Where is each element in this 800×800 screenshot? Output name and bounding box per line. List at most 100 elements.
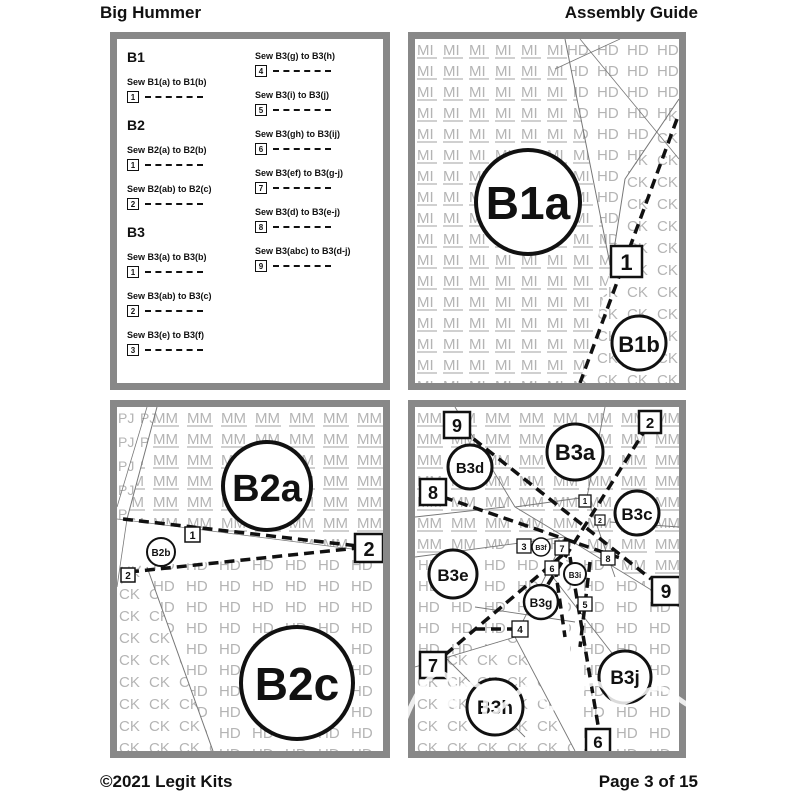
header-title-right: Assembly Guide: [564, 3, 698, 22]
seam-number-text: 8: [605, 554, 610, 564]
b3d-label-text: B3d: [456, 460, 484, 477]
b1-diagram: MI HD CK B1a B1b 1: [415, 39, 679, 383]
legend-b1-title: B1: [127, 49, 145, 65]
step-number-box: 1: [127, 91, 139, 103]
seam-dash-icon: [273, 148, 331, 150]
b3c-piece-label: B3c: [613, 489, 661, 537]
step-number-box: 8: [255, 221, 267, 233]
legend-column-left: B1 Sew B1(a) to B1(b) 1 B2 Sew B2(a) to …: [127, 45, 212, 369]
b3c-label-text: B3c: [621, 505, 652, 524]
seam-marker-1: 1: [578, 494, 592, 508]
seam-number-text: 5: [582, 600, 587, 610]
legend-step: Sew B3(d) to B3(e-j) 8: [255, 207, 351, 233]
seam-dash-icon: [273, 226, 331, 228]
b3g-label-text: B3g: [530, 596, 553, 610]
b1a-label-text: B1a: [486, 177, 571, 229]
step-number-box: 1: [127, 266, 139, 278]
step-label: Sew B3(d) to B3(e-j): [255, 207, 341, 217]
footer-copyright: ©2021 Legit Kits: [100, 772, 233, 791]
seam-dash-icon: [145, 164, 203, 166]
step-number-box: 3: [127, 344, 139, 356]
seam-marker-2-small: 2: [594, 514, 606, 526]
step-number-box: 9: [255, 260, 267, 272]
b2-diagram-panel: MM HD CK PJ B2a: [110, 400, 390, 758]
b3d-piece-label: B3d: [446, 443, 494, 491]
seam-dash-icon: [273, 187, 331, 189]
seam-number-text: 1: [189, 530, 195, 542]
b2c-label-text: B2c: [255, 658, 339, 710]
seam-dash-icon: [145, 96, 203, 98]
b2-diagram: MM HD CK PJ B2a: [117, 407, 383, 751]
step-label: Sew B3(gh) to B3(ij): [255, 129, 340, 139]
step-label: Sew B2(ab) to B2(c): [127, 184, 212, 194]
b1-diagram-panel: MI HD CK B1a B1b 1: [408, 32, 686, 390]
seam-marker-5: 5: [577, 596, 593, 612]
step-label: Sew B1(a) to B1(b): [127, 77, 207, 87]
legend-step: Sew B3(abc) to B3(d-j) 9: [255, 246, 351, 272]
seam-number-text: 3: [521, 542, 526, 552]
step-label: Sew B3(abc) to B3(d-j): [255, 246, 351, 256]
b1a-piece-label: B1a: [474, 148, 582, 256]
legend-step: Sew B1(a) to B1(b) 1: [127, 77, 212, 103]
legend-step: Sew B2(a) to B2(b) 1: [127, 145, 212, 171]
legend-panel: B1 Sew B1(a) to B1(b) 1 B2 Sew B2(a) to …: [110, 32, 390, 390]
b3h-label-text: B3h: [477, 698, 513, 719]
seam-dash-icon: [145, 203, 203, 205]
b3-diagram: MM HD CK: [415, 407, 679, 751]
step-label: Sew B3(ef) to B3(g-j): [255, 168, 344, 178]
legend-step: Sew B3(gh) to B3(ij) 6: [255, 129, 351, 155]
seam-marker-3: 3: [516, 538, 532, 554]
step-label: Sew B3(g) to B3(h): [255, 51, 335, 61]
b3f-label-text: B3f: [535, 545, 547, 552]
seam-number-text: 4: [517, 625, 523, 636]
seam-marker-6-small: 6: [544, 560, 560, 576]
legend-b3-title: B3: [127, 224, 145, 240]
step-number-box: 6: [255, 143, 267, 155]
b3e-label-text: B3e: [437, 566, 468, 585]
b2c-piece-label: B2c: [239, 625, 355, 741]
seam-number-text: 7: [559, 544, 564, 554]
seam-marker-1: 1: [609, 244, 644, 279]
seam-number-text: 2: [125, 571, 131, 582]
legend-step: Sew B3(e) to B3(f) 3: [127, 330, 212, 356]
b2a-piece-label: B2a: [221, 440, 313, 532]
seam-number-text: 6: [593, 733, 602, 751]
seam-marker-7-small: 7: [554, 540, 570, 556]
header-title-left: Big Hummer: [100, 3, 202, 22]
seam-marker-2-top: 2: [637, 409, 663, 435]
b3a-piece-label: B3a: [545, 422, 605, 482]
legend-column-right: Sew B3(g) to B3(h) 4 Sew B3(i) to B3(j) …: [255, 45, 351, 285]
seam-dash-icon: [273, 109, 331, 111]
legend-b2-title: B2: [127, 117, 145, 133]
step-number-box: 5: [255, 104, 267, 116]
b3i-label-text: B3i: [569, 571, 581, 580]
step-label: Sew B3(ab) to B3(c): [127, 291, 212, 301]
legend-step: Sew B3(a) to B3(b) 1: [127, 252, 212, 278]
seam-marker-2-small: 2: [120, 567, 136, 583]
b1b-piece-label: B1b: [610, 314, 668, 372]
seam-number-text: 2: [598, 518, 602, 525]
seam-marker-9-top: 9: [442, 410, 472, 440]
legend-step: Sew B3(ab) to B3(c) 2: [127, 291, 212, 317]
b3j-label-text: B3j: [610, 668, 640, 689]
legend-step: Sew B3(g) to B3(h) 4: [255, 51, 351, 77]
seam-dash-icon: [145, 349, 203, 351]
seam-number-text: 2: [646, 415, 654, 432]
seam-number-text: 9: [452, 416, 462, 436]
seam-dash-icon: [273, 265, 331, 267]
seam-number-text: 9: [661, 582, 672, 603]
seam-number-text: 1: [620, 250, 632, 275]
seam-number-text: 6: [549, 564, 554, 574]
seam-dash-icon: [145, 310, 203, 312]
seam-marker-7-left: 7: [418, 650, 448, 680]
b2a-label-text: B2a: [232, 468, 303, 510]
seam-dash-icon: [273, 70, 331, 72]
seam-marker-8-left: 8: [418, 477, 448, 507]
step-label: Sew B3(e) to B3(f): [127, 330, 205, 340]
seam-marker-2: 2: [353, 532, 383, 564]
b2b-label-text: B2b: [152, 548, 171, 559]
seam-marker-9-right: 9: [650, 575, 679, 607]
seam-number-text: 2: [363, 539, 374, 561]
seam-marker-6-bottom: 6: [584, 727, 612, 751]
seam-dash-icon: [145, 271, 203, 273]
